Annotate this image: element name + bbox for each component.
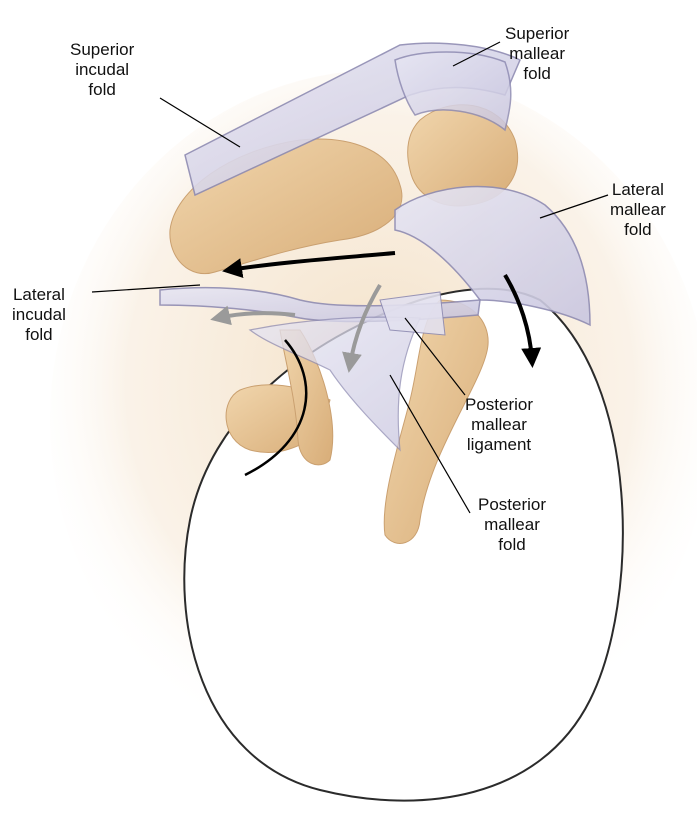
label-superior-mallear-fold: Superior mallear fold (505, 24, 569, 84)
label-superior-incudal-fold: Superior incudal fold (70, 40, 134, 100)
label-lateral-incudal-fold: Lateral incudal fold (12, 285, 66, 345)
label-lateral-mallear-fold: Lateral mallear fold (610, 180, 666, 240)
label-posterior-mallear-fold: Posterior mallear fold (478, 495, 546, 555)
label-posterior-mallear-ligament: Posterior mallear ligament (465, 395, 533, 455)
